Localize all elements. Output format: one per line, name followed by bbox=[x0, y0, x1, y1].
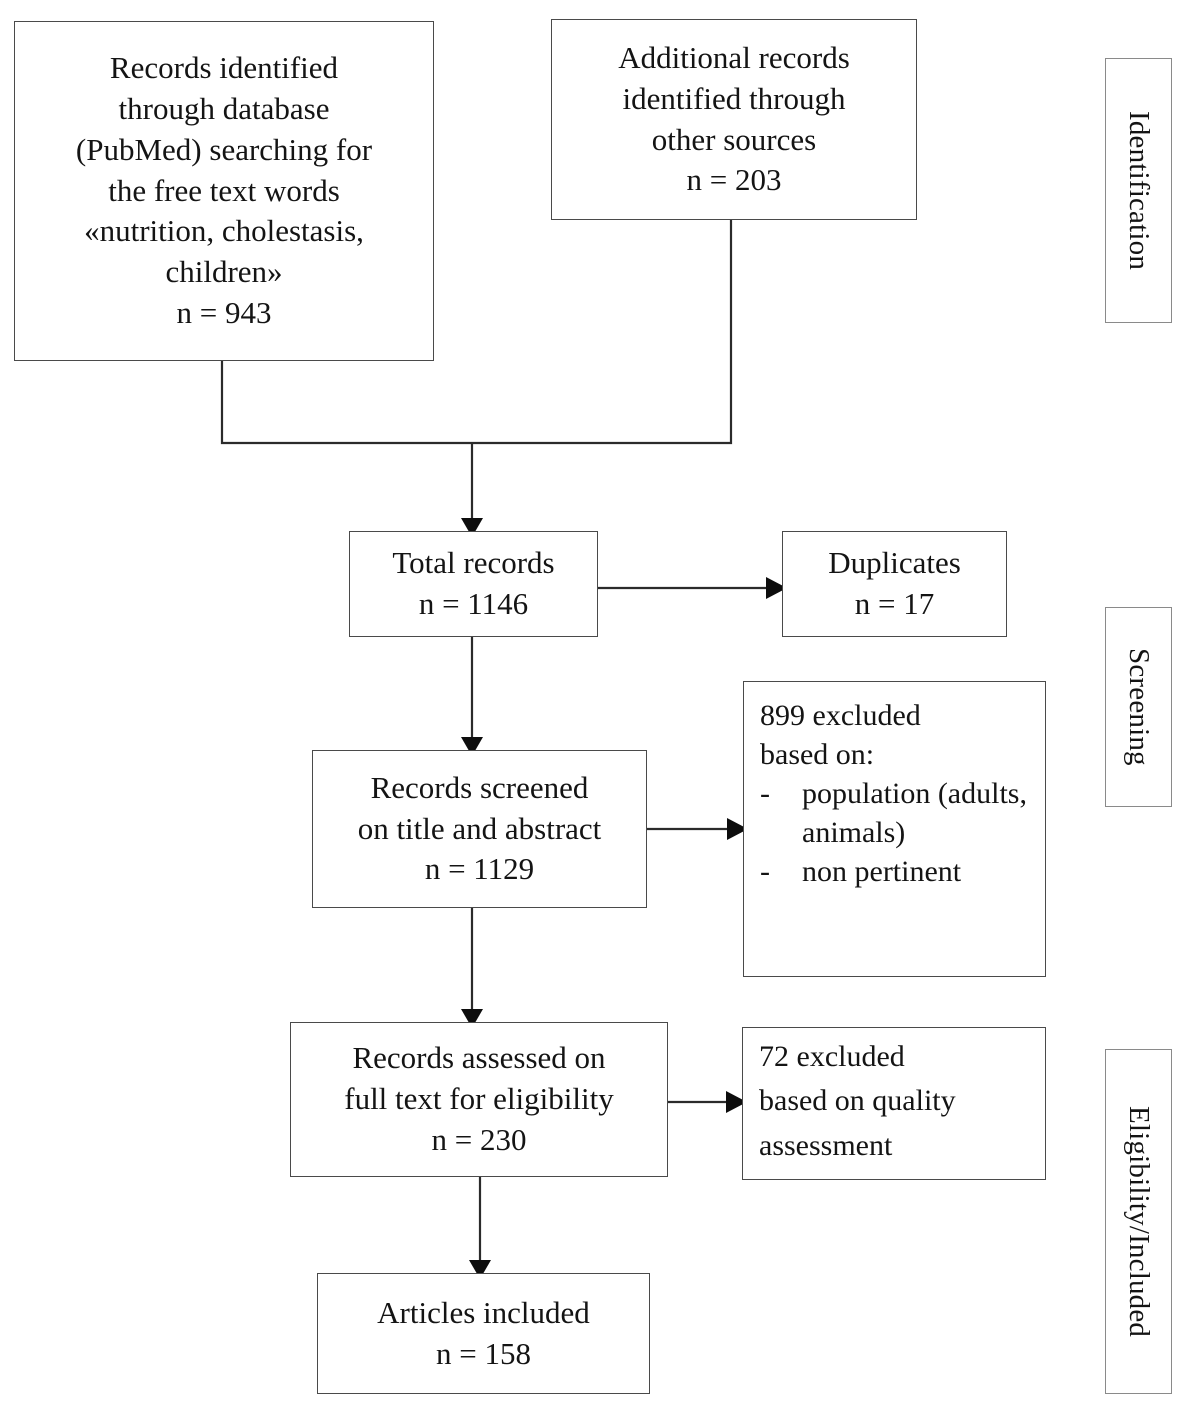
excluded-heading-line: based on: bbox=[760, 738, 875, 771]
box-line: (PubMed) searching for bbox=[75, 131, 373, 167]
box-count: n = 1129 bbox=[424, 851, 535, 887]
box-duplicates: Duplicates n = 17 bbox=[782, 531, 1007, 637]
stage-label-text: Screening bbox=[1123, 648, 1155, 766]
box-line: children» bbox=[165, 254, 283, 290]
box-additional-records: Additional records identified through ot… bbox=[551, 19, 917, 220]
box-line: Duplicates bbox=[828, 545, 961, 581]
box-line: on title and abstract bbox=[357, 810, 602, 846]
box-line: assessment bbox=[759, 1128, 893, 1162]
bullet-marker-icon: - bbox=[760, 777, 770, 810]
excluded-heading-line: 899 excluded bbox=[760, 699, 921, 732]
stage-label-text: Eligibility/Included bbox=[1123, 1105, 1155, 1338]
box-line: 72 excluded bbox=[759, 1039, 905, 1073]
edge-identified-to-join bbox=[220, 361, 472, 445]
box-line: Additional records bbox=[618, 39, 850, 75]
stage-label-text: Identification bbox=[1123, 110, 1155, 270]
box-line: Records screened bbox=[370, 769, 589, 805]
box-line: full text for eligibility bbox=[344, 1081, 614, 1117]
box-count: n = 203 bbox=[686, 162, 782, 198]
box-line: through database bbox=[118, 90, 330, 126]
box-line: other sources bbox=[651, 121, 817, 157]
stage-label-eligibility-included: Eligibility/Included bbox=[1105, 1049, 1172, 1394]
box-line: «nutrition, cholestasis, bbox=[84, 213, 364, 249]
box-records-screened: Records screened on title and abstract n… bbox=[312, 750, 647, 908]
excluded-bullet-item: - population (adults, animals) bbox=[760, 774, 1035, 852]
box-count: n = 230 bbox=[431, 1121, 527, 1157]
box-line: Records assessed on bbox=[352, 1040, 606, 1076]
box-records-identified-database: Records identified through database (Pub… bbox=[14, 21, 434, 361]
box-count: n = 1146 bbox=[418, 586, 529, 621]
box-total-records: Total records n = 1146 bbox=[349, 531, 598, 637]
excluded-bullet-label: population (adults, animals) bbox=[802, 777, 1027, 849]
edge-additional-to-join bbox=[472, 220, 733, 445]
box-excluded-quality: 72 excluded based on quality assessment bbox=[742, 1027, 1046, 1180]
box-count: n = 158 bbox=[436, 1335, 531, 1371]
box-line: Records identified bbox=[109, 49, 339, 85]
stage-label-screening: Screening bbox=[1105, 607, 1172, 807]
excluded-bullet-label: non pertinent bbox=[802, 855, 962, 888]
box-count: n = 17 bbox=[854, 586, 935, 621]
bullet-marker-icon: - bbox=[760, 855, 770, 888]
box-articles-included: Articles included n = 158 bbox=[317, 1273, 650, 1394]
stage-label-identification: Identification bbox=[1105, 58, 1172, 323]
box-line: Total records bbox=[392, 545, 555, 581]
box-line: based on quality bbox=[759, 1084, 956, 1118]
excluded-bullet-item: - non pertinent bbox=[760, 852, 1035, 891]
box-line: identified through bbox=[622, 80, 846, 116]
box-records-assessed: Records assessed on full text for eligib… bbox=[290, 1022, 668, 1177]
box-excluded-screening: 899 excluded based on: - population (adu… bbox=[743, 681, 1046, 977]
box-line: Articles included bbox=[377, 1294, 590, 1330]
box-count: n = 943 bbox=[176, 295, 272, 331]
box-line: the free text words bbox=[108, 172, 340, 208]
